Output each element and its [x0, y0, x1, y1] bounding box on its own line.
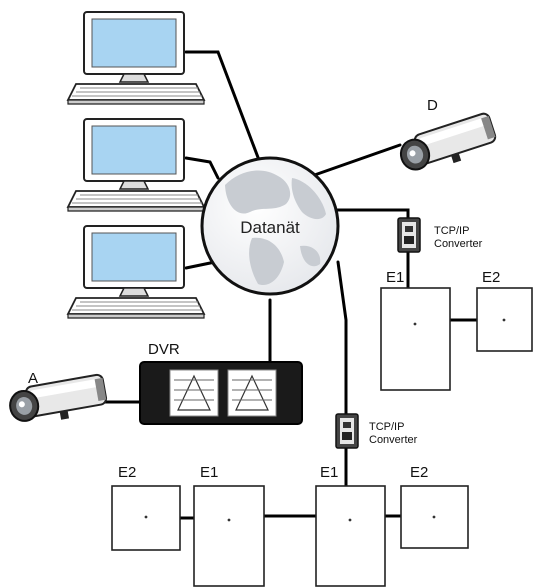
upper-e2-label: E2 [482, 269, 500, 286]
bottom-e2-right-label: E2 [410, 464, 428, 481]
bottom-e2-right-unit [400, 485, 469, 549]
converter-upper [397, 217, 421, 253]
dvr-drive-bay-left [169, 369, 219, 417]
camera-d [395, 111, 501, 179]
converter-lower [335, 413, 359, 449]
globe-land-2 [291, 178, 326, 220]
cable-camera-d [304, 143, 402, 180]
globe-land-1 [225, 170, 291, 214]
network-label: Datanät [240, 218, 300, 237]
upper-e1-label: E1 [386, 269, 404, 286]
converter-lower-label-2: Converter [369, 434, 418, 446]
converter-upper-label-2: Converter [434, 238, 483, 250]
bottom-e2-left-label: E2 [118, 464, 136, 481]
dvr-label: DVR [148, 341, 180, 358]
cable-converter-upper [328, 208, 410, 220]
computer-middle [67, 118, 205, 212]
converter-upper-label-1: TCP/IP [434, 225, 469, 237]
dvr-unit [139, 361, 303, 425]
bottom-e2-left-unit [111, 485, 181, 551]
upper-e1-unit [380, 287, 451, 391]
data-network-globe: Datanät [200, 156, 340, 296]
camera-d-label: D [427, 97, 438, 114]
bottom-e1-right-unit [315, 485, 386, 587]
bottom-e1-left-label: E1 [200, 464, 218, 481]
cables [98, 50, 479, 520]
cable-computer2 [184, 156, 220, 180]
camera-a [6, 372, 110, 430]
bottom-e1-right-label: E1 [320, 464, 338, 481]
computer-top [67, 11, 205, 105]
dvr-drive-bay-right [227, 369, 277, 417]
globe-land-3 [249, 237, 284, 286]
computer-bottom [67, 225, 205, 319]
upper-e2-unit [476, 287, 533, 352]
cable-converter-lower [336, 260, 348, 416]
globe-land-4 [300, 245, 321, 267]
converter-lower-label-1: TCP/IP [369, 421, 404, 433]
bottom-e1-left-unit [193, 485, 265, 587]
cable-computer1 [184, 50, 264, 170]
camera-a-label: A [28, 370, 38, 387]
